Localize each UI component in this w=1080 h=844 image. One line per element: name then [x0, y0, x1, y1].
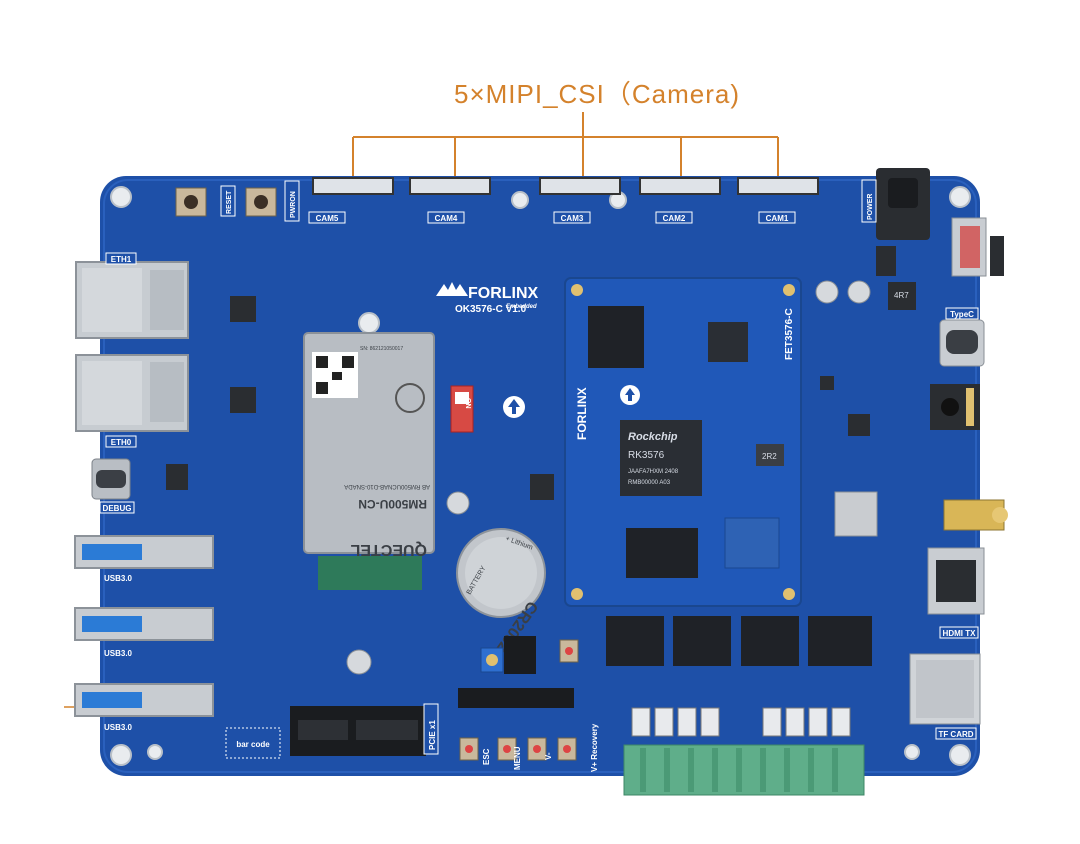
module-model: RM500U-CN [358, 497, 427, 511]
power-label: POWER [867, 194, 874, 220]
dip-on-label: ON [464, 398, 471, 409]
tf-card-label: TF CARD [938, 730, 973, 739]
menu-label: MENU [513, 746, 522, 770]
vplus-recovery-label: V+ Recovery [590, 723, 599, 772]
soc-model: RK3576 [628, 450, 665, 461]
soc-code-1: JAAFA7HXM 2408 [628, 469, 679, 475]
power-switch [951, 217, 1004, 277]
forlinx-logo [436, 282, 468, 296]
terminal-block [623, 744, 865, 796]
debug-label: DEBUG [103, 504, 132, 513]
cam3-label: CAM3 [561, 214, 584, 223]
tf-card-slot [909, 653, 981, 725]
pwron-label: PWRON [290, 191, 297, 218]
usb3-port-2 [74, 607, 214, 641]
dip-switch [450, 385, 474, 433]
ethernet-port-eth0 [75, 354, 189, 432]
hdmi-label: HDMI TX [943, 629, 977, 638]
esc-label: ESC [482, 748, 491, 765]
usb3-port-1 [74, 535, 214, 569]
cam4-label: CAM4 [435, 214, 458, 223]
potentiometer [480, 647, 504, 673]
module-sn: SN: 862121050017 [360, 346, 403, 352]
brand-name: FORLINX [468, 285, 539, 302]
usb3-port-3 [74, 683, 214, 717]
usb3-label-1: USB3.0 [104, 574, 133, 583]
cam5-label: CAM5 [316, 214, 339, 223]
m2-slot [318, 556, 422, 590]
module-brand: QUECTEL [350, 541, 427, 558]
misc-ics [166, 246, 896, 500]
wifi-module [834, 491, 878, 537]
barcode-area [225, 727, 281, 759]
coin-cell-battery [456, 528, 546, 618]
pin-header [458, 636, 574, 708]
hdmi-port [927, 547, 985, 615]
arrow-marker-left [503, 396, 525, 418]
capacitors [346, 280, 871, 675]
power-jack [876, 168, 930, 240]
typec-port [939, 319, 985, 367]
som-brand: FORLINX [575, 387, 589, 440]
inductor-label: 4R7 [894, 291, 909, 300]
usb3-label-2: USB3.0 [104, 649, 133, 658]
fuse-row [631, 707, 851, 737]
eth1-label: ETH1 [111, 255, 132, 264]
pcie-slot [290, 706, 426, 756]
antenna-connector [943, 499, 1008, 531]
ethernet-port-eth1 [75, 261, 189, 339]
vminus-label: V- [544, 752, 553, 760]
usb3-label-3: USB3.0 [104, 723, 133, 732]
soc-code-2: RMB00000 A03 [628, 480, 671, 486]
reset-button [175, 187, 207, 217]
mipi-csi-annotation: 5×MIPI_CSI（Camera) [453, 79, 741, 109]
cam2-label: CAM2 [663, 214, 686, 223]
module-sku: AB RM500UCNAB-D10-SNADA [344, 483, 430, 489]
audio-jack [930, 384, 980, 430]
relay-blocks [606, 616, 872, 666]
inductor-label-2: 2R2 [762, 452, 777, 461]
typec-label: TypeC [950, 310, 974, 319]
reset-label: RESET [226, 190, 233, 214]
annotation-bracket [352, 112, 779, 186]
inductor [888, 282, 916, 310]
pwron-button [245, 187, 277, 217]
barcode-label: bar code [236, 740, 270, 749]
cellular-module [303, 332, 435, 554]
eth0-label: ETH0 [111, 438, 132, 447]
som-model: FET3576-C [784, 308, 795, 360]
system-on-module [564, 277, 802, 607]
soc-brand: Rockchip [628, 431, 678, 443]
debug-usb-c-port [91, 458, 131, 500]
camera-connectors [312, 177, 819, 195]
board-model: OK3576-C V1.0 [455, 304, 527, 315]
mounting-holes [110, 186, 971, 766]
pcie-label: PCIE x1 [428, 720, 437, 750]
cam1-label: CAM1 [766, 214, 789, 223]
brand-tagline: Embedded [506, 304, 537, 310]
